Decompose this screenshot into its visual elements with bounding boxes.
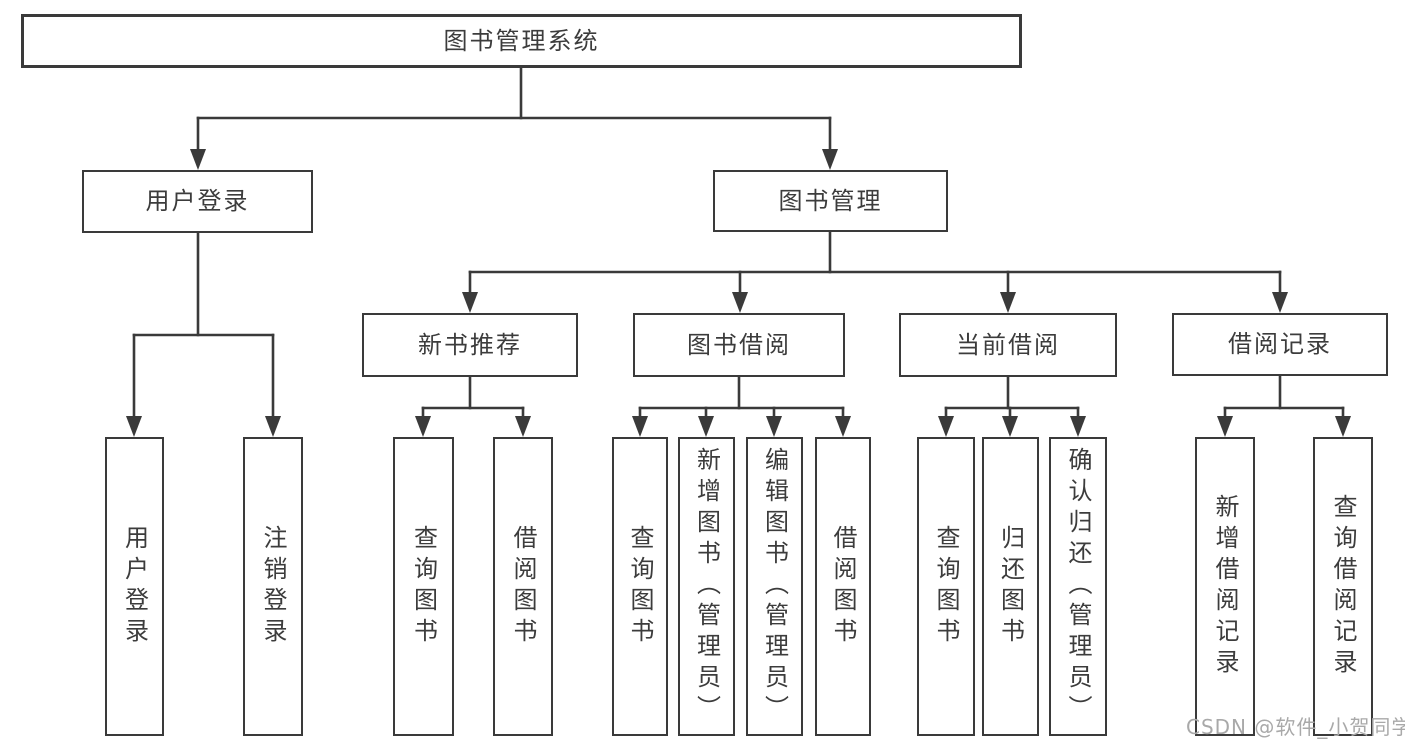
arrowhead-icon (1335, 416, 1351, 437)
arrowhead-icon (766, 416, 782, 437)
node-label: 查询借阅记录 (1329, 493, 1357, 680)
node-leaf-query-book-3: 查询图书 (917, 437, 975, 736)
node-leaf-return-book: 归还图书 (982, 437, 1039, 736)
node-label: 查询图书 (409, 524, 438, 649)
node-new-book-rec: 新书推荐 (362, 313, 578, 377)
arrowhead-icon (462, 292, 478, 313)
arrowhead-icon (1070, 416, 1086, 437)
arrowhead-icon (515, 416, 531, 437)
node-label: 当前借阅 (956, 330, 1060, 359)
node-leaf-query-book-1: 查询图书 (393, 437, 454, 736)
node-label: 新增借阅记录 (1211, 493, 1239, 680)
node-label: 借阅记录 (1228, 330, 1332, 359)
node-root: 图书管理系统 (21, 14, 1022, 68)
arrowhead-icon (632, 416, 648, 437)
node-label: 确认归还（管理员） (1064, 447, 1092, 726)
arrowhead-icon (415, 416, 431, 437)
node-book-borrow: 图书借阅 (633, 313, 845, 377)
node-label: 注销登录 (259, 524, 287, 649)
node-leaf-borrow-book-1: 借阅图书 (493, 437, 553, 736)
node-leaf-user-login: 用户登录 (105, 437, 164, 736)
watermark: CSDN @软件_小贺同学 (1186, 715, 1405, 739)
node-label: 图书借阅 (687, 330, 791, 359)
node-label: 借阅图书 (829, 524, 857, 649)
node-label: 图书管理 (778, 186, 883, 215)
node-borrow-record: 借阅记录 (1172, 313, 1388, 376)
node-leaf-logout: 注销登录 (243, 437, 303, 736)
node-label: 新增图书（管理员） (692, 447, 721, 726)
node-label: 用户登录 (145, 187, 250, 216)
node-leaf-confirm-return: 确认归还（管理员） (1049, 437, 1107, 736)
arrowhead-icon (1002, 416, 1018, 437)
node-leaf-borrow-book-2: 借阅图书 (815, 437, 871, 736)
node-label: 归还图书 (996, 524, 1025, 649)
arrowhead-icon (938, 416, 954, 437)
node-leaf-query-book-2: 查询图书 (612, 437, 668, 736)
arrowhead-icon (1217, 416, 1233, 437)
node-label: 用户登录 (120, 524, 149, 649)
arrowhead-icon (822, 149, 838, 170)
node-label: 新书推荐 (418, 330, 522, 359)
arrowhead-icon (190, 149, 206, 170)
node-user-login: 用户登录 (82, 170, 313, 233)
node-label: 借阅图书 (509, 524, 537, 649)
arrowhead-icon (732, 292, 748, 313)
arrowhead-icon (698, 416, 714, 437)
arrowhead-icon (1000, 292, 1016, 313)
arrowhead-icon (835, 416, 851, 437)
node-label: 查询图书 (626, 524, 654, 649)
arrowhead-icon (265, 416, 281, 437)
node-book-mgmt: 图书管理 (713, 170, 948, 232)
arrowhead-icon (126, 416, 142, 437)
node-leaf-query-record: 查询借阅记录 (1313, 437, 1373, 736)
node-label: 编辑图书（管理员） (760, 447, 789, 726)
node-leaf-add-record: 新增借阅记录 (1195, 437, 1255, 736)
node-label: 图书管理系统 (443, 26, 600, 55)
node-current-borrow: 当前借阅 (899, 313, 1117, 377)
arrowhead-icon (1272, 292, 1288, 313)
node-leaf-edit-book: 编辑图书（管理员） (746, 437, 803, 736)
node-label: 查询图书 (932, 524, 960, 649)
node-leaf-add-book: 新增图书（管理员） (678, 437, 735, 736)
